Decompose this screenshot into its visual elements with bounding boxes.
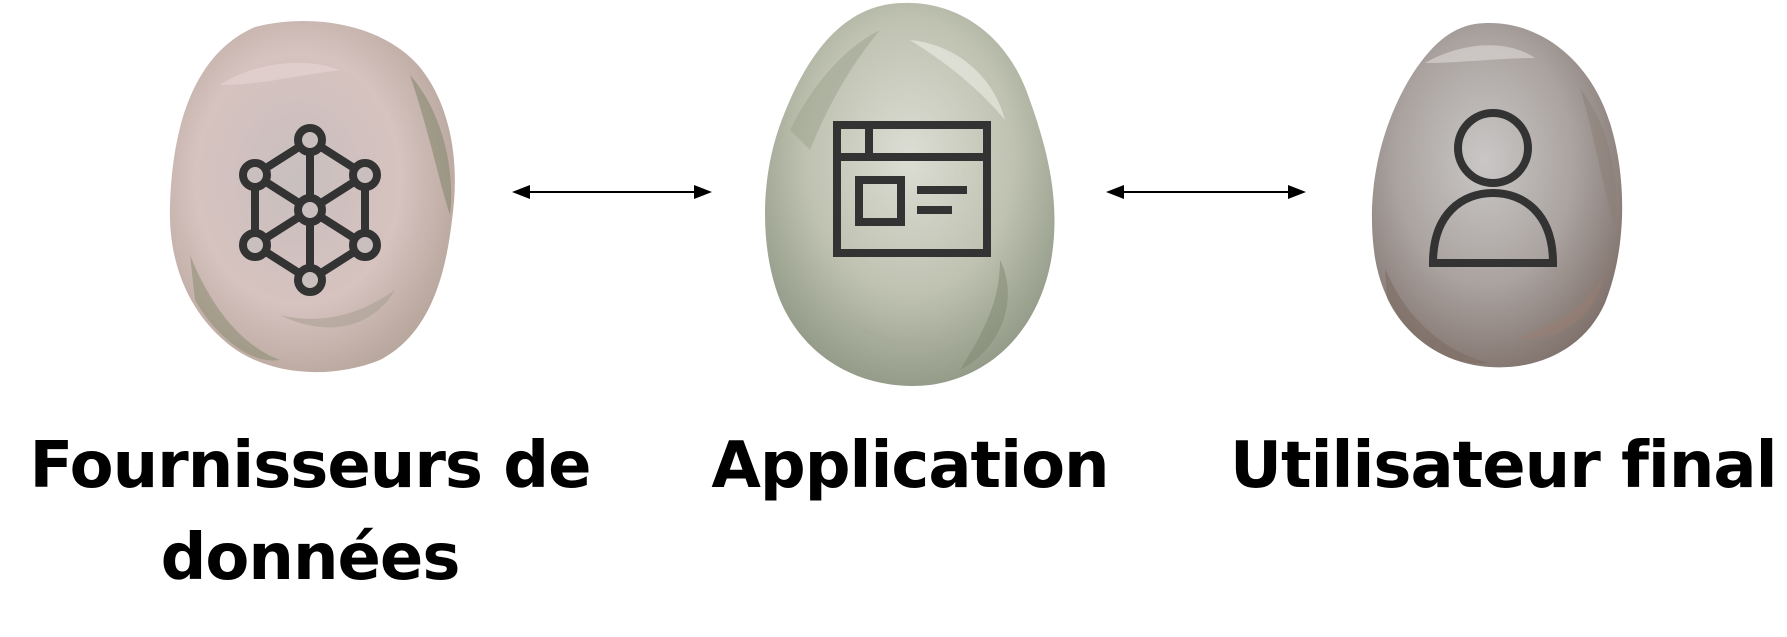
stone-end-user <box>1365 18 1625 370</box>
double-arrow-connector <box>1106 182 1306 202</box>
double-arrow-icon <box>1106 185 1306 199</box>
stone-shape <box>169 21 455 373</box>
stone-data-providers <box>160 15 460 375</box>
stone-shape <box>765 2 1055 386</box>
label-line: données <box>160 521 461 595</box>
label-application: Application <box>700 420 1120 512</box>
label-end-user: Utilisateur final <box>1230 420 1778 512</box>
user-icon <box>1428 109 1558 267</box>
label-line: Fournisseurs de <box>29 429 591 503</box>
double-arrow-connector <box>512 182 712 202</box>
network-graph-icon <box>239 124 381 296</box>
stone-shape <box>1371 23 1623 368</box>
browser-window-icon <box>833 121 991 257</box>
label-line: Application <box>711 429 1109 503</box>
double-arrow-icon <box>512 185 712 199</box>
label-line: Utilisateur final <box>1230 429 1778 503</box>
stone-application <box>760 0 1060 390</box>
label-data-providers: Fournisseurs de données <box>20 420 600 604</box>
